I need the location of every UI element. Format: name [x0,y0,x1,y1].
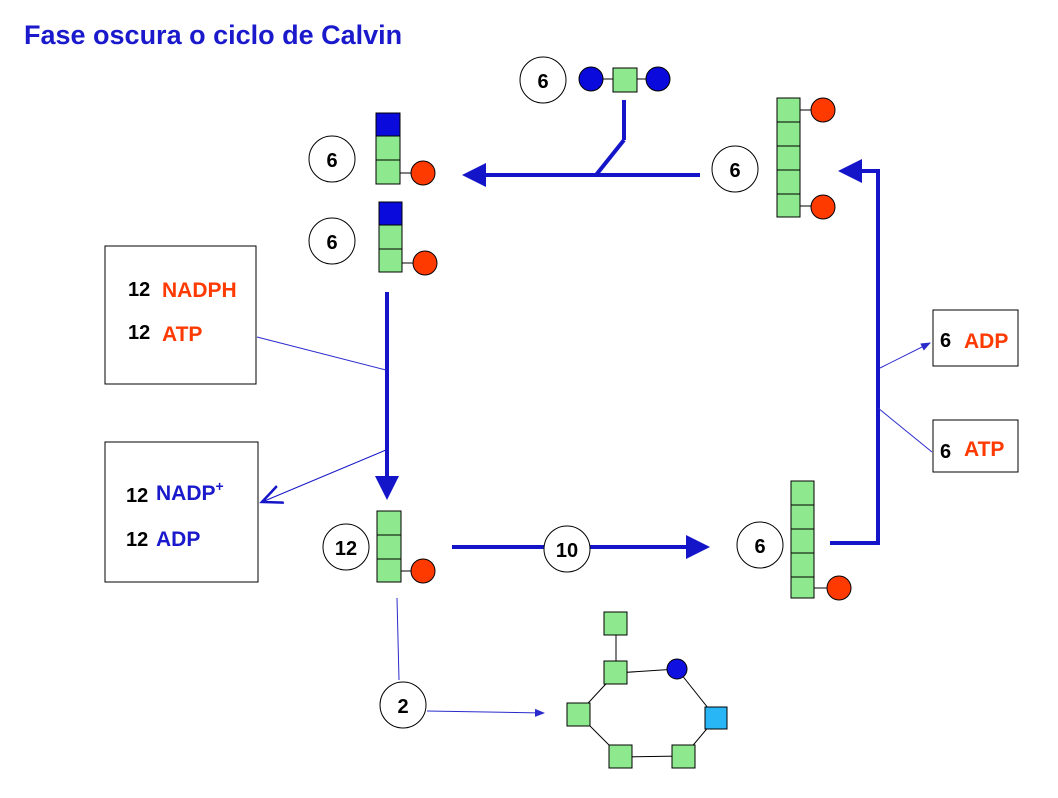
count-circle-g3p: 12 [322,523,370,571]
phosphate [410,160,436,186]
adp-produced-label: ADP [156,528,200,551]
line-from-consumed-box [256,336,387,371]
adp-produced-count: 12 [126,529,148,551]
pga-molecule-upper [375,112,436,186]
oxygen-atom [645,66,671,92]
svg-text:6: 6 [729,160,740,182]
count-circle-rubp-top: 6 [711,145,759,193]
thin-connectors [256,336,933,717]
phosphate [810,194,836,220]
nadph-count: 12 [128,279,150,301]
glucose-ring [566,611,728,769]
line-to-produced-box [262,449,387,502]
atp-label: ATP [964,438,1004,461]
produced-box: 12 NADP+ 12 ADP [104,441,259,583]
phosphate [810,97,836,123]
nadp-count: 12 [126,485,148,507]
nadp-label: NADP+ [156,478,224,505]
svg-text:6: 6 [754,536,765,558]
rup-molecule [790,480,852,601]
rubp-molecule [776,97,836,220]
svg-text:2: 2 [397,696,408,718]
g3p-molecule [376,510,436,584]
phosphate [826,575,852,601]
ring-oxygen [666,658,688,680]
nadph-label: NADPH [162,279,237,302]
svg-text:6: 6 [326,150,337,172]
svg-text:10: 10 [556,540,578,562]
count-circle-rubp-precursor: 6 [736,521,784,569]
atp-consumed-count: 12 [128,322,150,344]
atp-box: 6 ATP [932,419,1019,473]
atp-count: 6 [940,441,951,463]
oxygen-atom [578,66,604,92]
count-circle-pga-upper: 6 [308,135,356,183]
line-to-adp-box [879,342,931,369]
co2-molecule [578,66,671,93]
count-circle-co2: 6 [519,56,567,104]
svg-text:6: 6 [537,71,548,93]
line-export-down [396,597,400,681]
pga-molecule-lower [378,201,438,276]
phosphate [410,558,436,584]
phosphate [412,250,438,276]
adp-box: 6 ADP [932,309,1019,367]
adp-label: ADP [964,330,1008,353]
atp-consumed-label: ATP [162,323,202,346]
line-to-glucose [426,708,545,717]
co2-branch [594,138,626,177]
adp-count: 6 [940,330,951,352]
cycle-arrows [375,100,880,559]
count-circle-recycled: 10 [543,525,591,573]
line-from-atp-box [877,407,933,453]
consumed-box: 12 NADPH 12 ATP [104,245,257,385]
svg-text:12: 12 [335,538,357,560]
carbon-atom [612,67,638,93]
arrow-up-to-rubp [830,159,880,545]
diagram-title: Fase oscura o ciclo de Calvin [24,20,403,50]
count-circle-exported: 2 [379,681,427,729]
svg-text:6: 6 [326,232,337,254]
count-circle-pga-lower: 6 [308,217,356,265]
